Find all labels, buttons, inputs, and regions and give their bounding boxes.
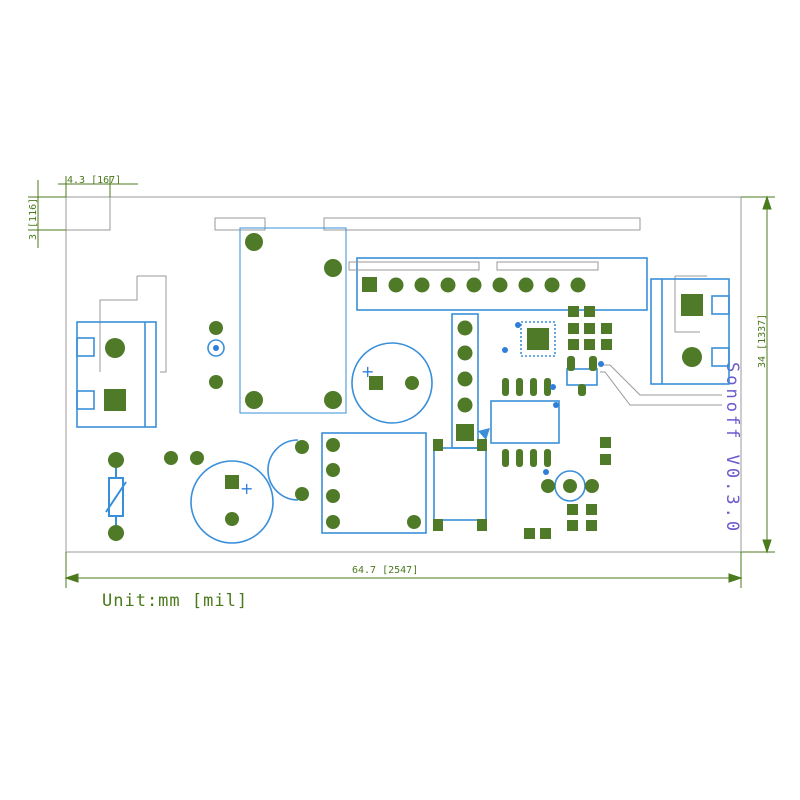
relay-outline xyxy=(99,217,722,406)
pin1-marker xyxy=(478,428,490,440)
board-height-dimension: 34 [1337] xyxy=(757,314,768,368)
board-width-dimension: 64.7 [2547] xyxy=(352,565,418,576)
vias xyxy=(213,322,604,475)
board-outline xyxy=(65,196,742,553)
cap2-plus-marking: + xyxy=(240,479,253,498)
dimension-lines xyxy=(28,176,775,588)
pads xyxy=(104,233,703,541)
notch-height-dimension: 3 [116] xyxy=(28,198,39,240)
unit-note: Unit:mm [mil] xyxy=(102,591,248,611)
header-outline xyxy=(348,261,599,271)
notch-width-dimension: 4.3 [167] xyxy=(67,175,121,186)
silkscreen xyxy=(76,227,730,544)
board-label: Sonoff V0.3.0 xyxy=(722,362,742,534)
